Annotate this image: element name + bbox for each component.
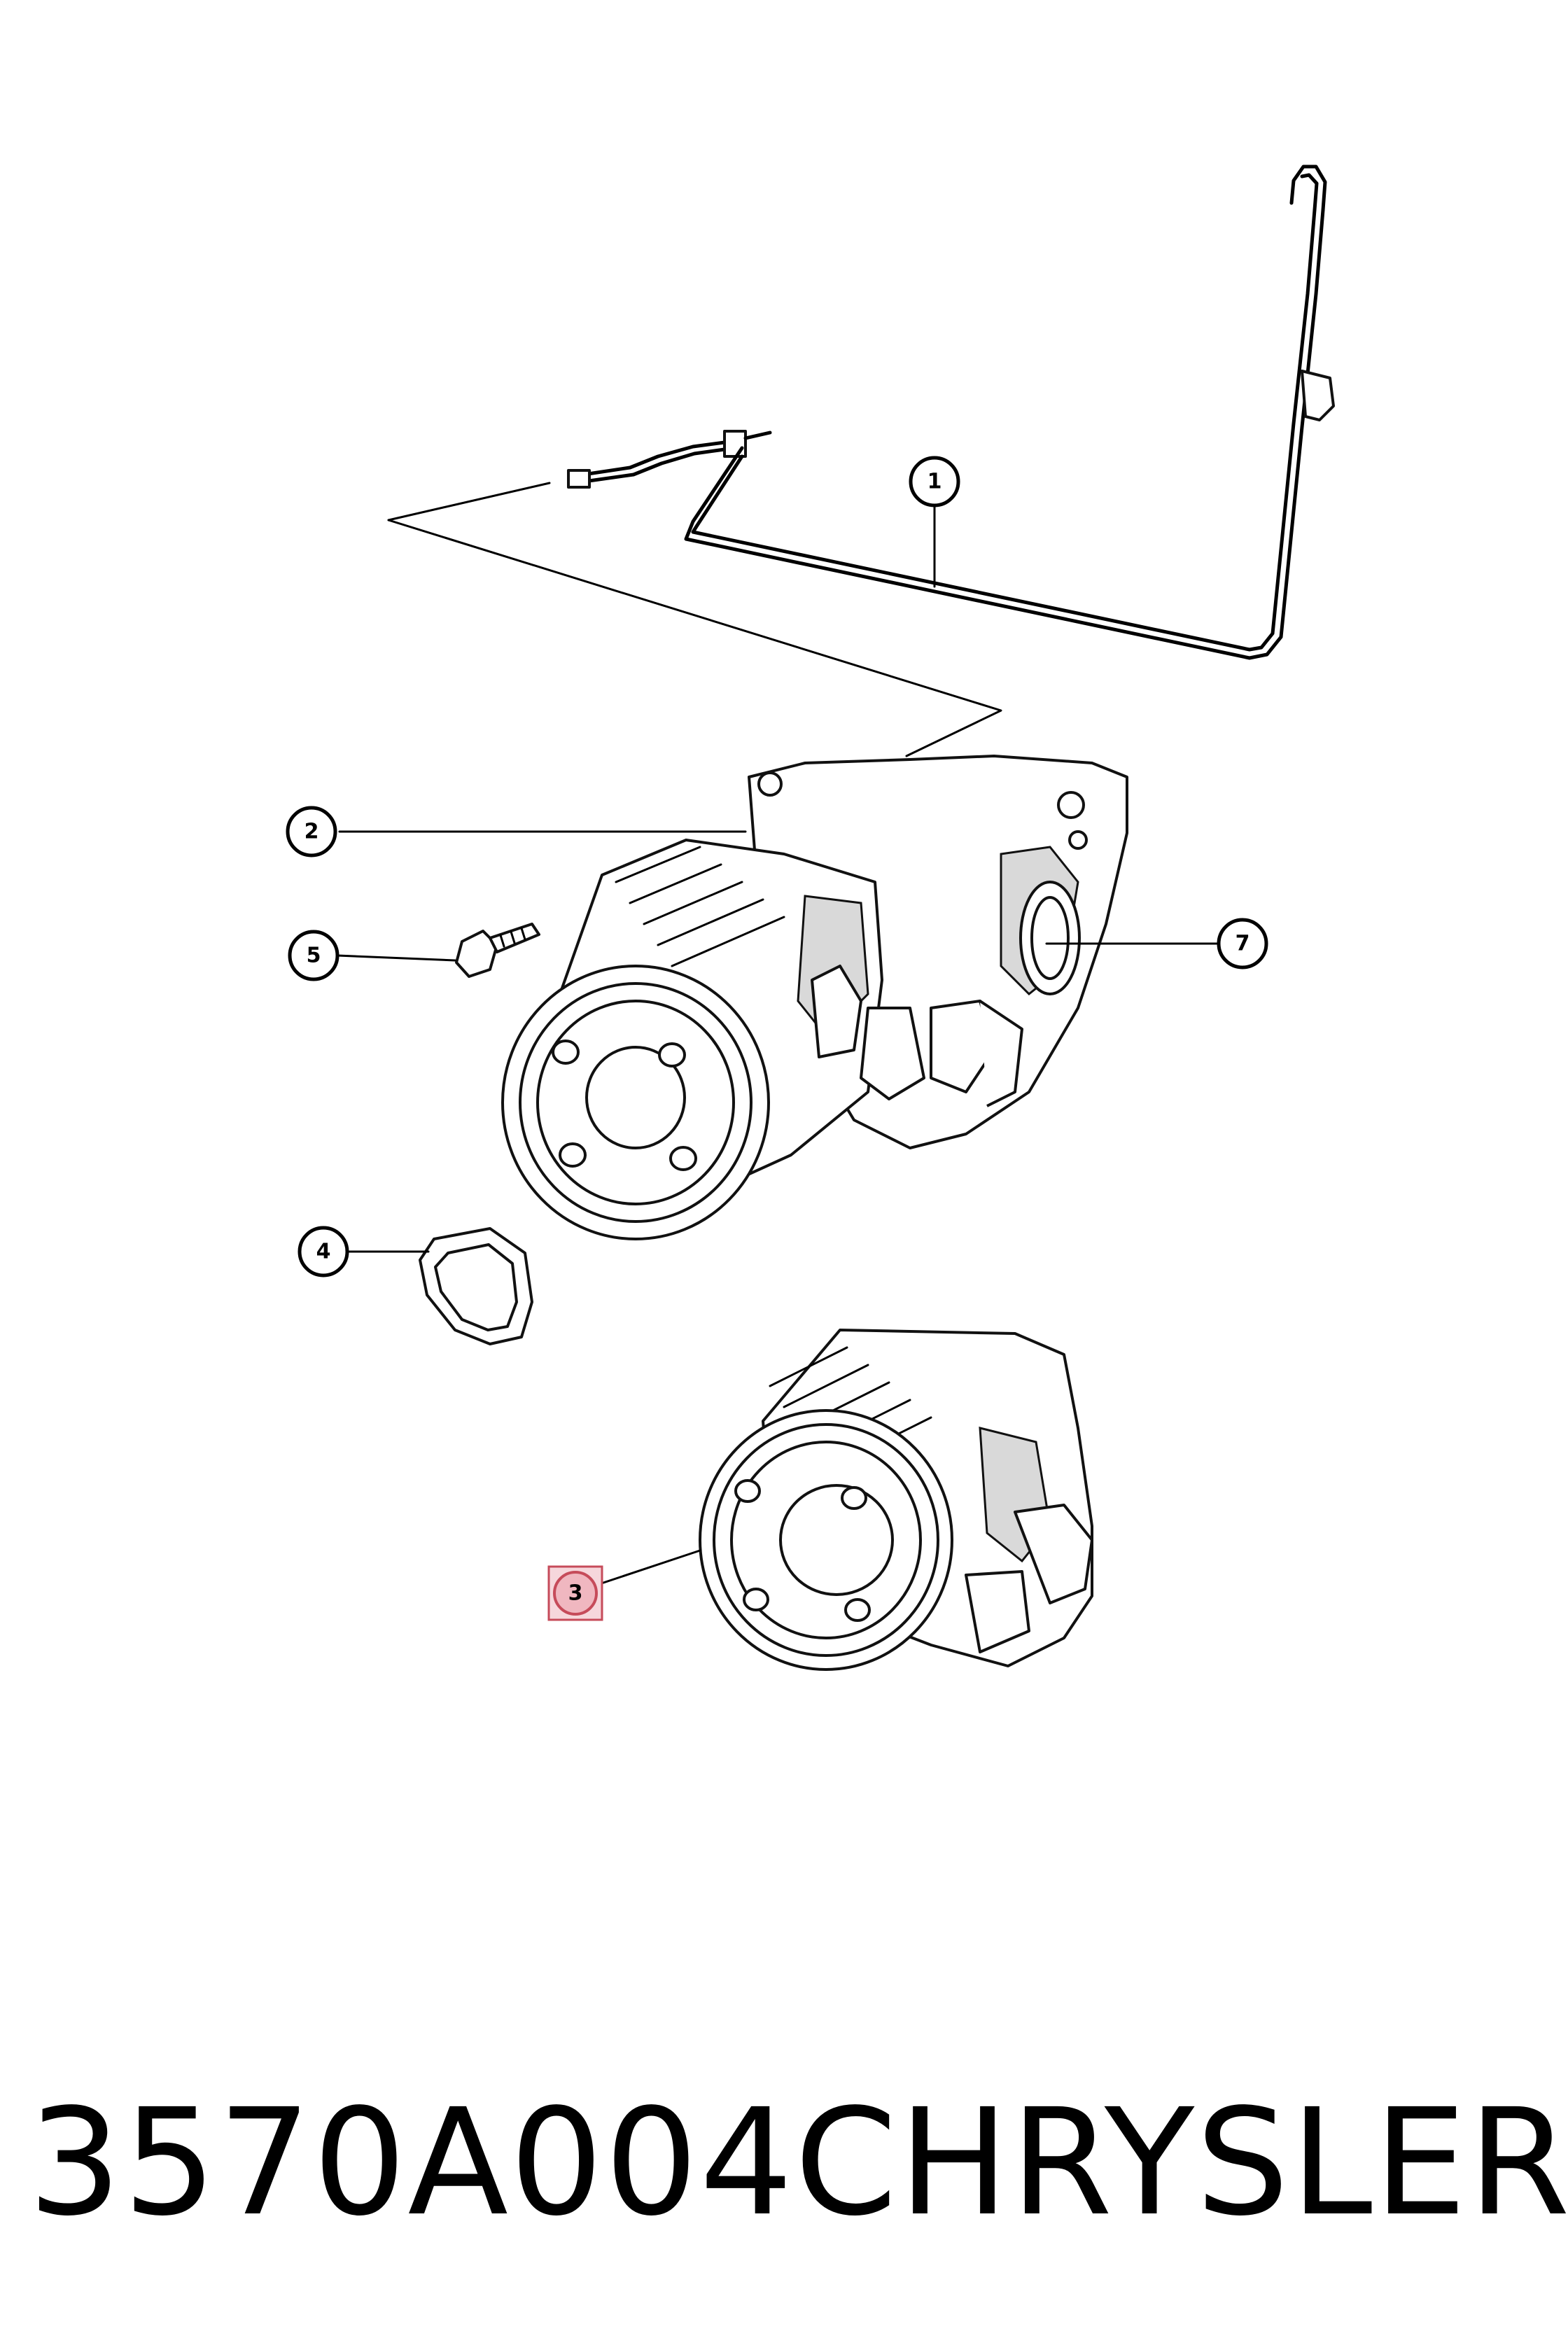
part-number: 3570A004	[28, 2077, 794, 2248]
svg-text:4: 4	[316, 1240, 331, 1264]
leader-line-5	[336, 954, 456, 962]
caption: 3570A004 CHRYSLER	[28, 2072, 1568, 2254]
callout-1[interactable]: 1	[909, 456, 960, 507]
vent-tube	[567, 164, 1335, 660]
svg-text:5: 5	[307, 944, 321, 968]
svg-text:3: 3	[568, 1581, 583, 1606]
callout-4[interactable]: 4	[298, 1226, 349, 1278]
leader-line-3	[594, 1549, 701, 1587]
leader-line-tube-down	[387, 519, 1002, 757]
callout-2[interactable]: 2	[286, 806, 337, 858]
svg-text:2: 2	[304, 820, 319, 844]
svg-text:1: 1	[927, 470, 942, 494]
bolt	[455, 923, 540, 978]
brand-name: CHRYSLER	[794, 2077, 1568, 2248]
leader-line-tube-left	[387, 482, 551, 522]
transfer-case-assembly	[501, 755, 1128, 1240]
seal-ring	[419, 1227, 533, 1345]
svg-text:7: 7	[1236, 932, 1250, 956]
callout-5[interactable]: 5	[288, 930, 340, 981]
callout-3[interactable]: 3	[547, 1565, 603, 1621]
front-housing	[699, 1329, 1093, 1671]
callout-7[interactable]: 7	[1217, 918, 1268, 969]
